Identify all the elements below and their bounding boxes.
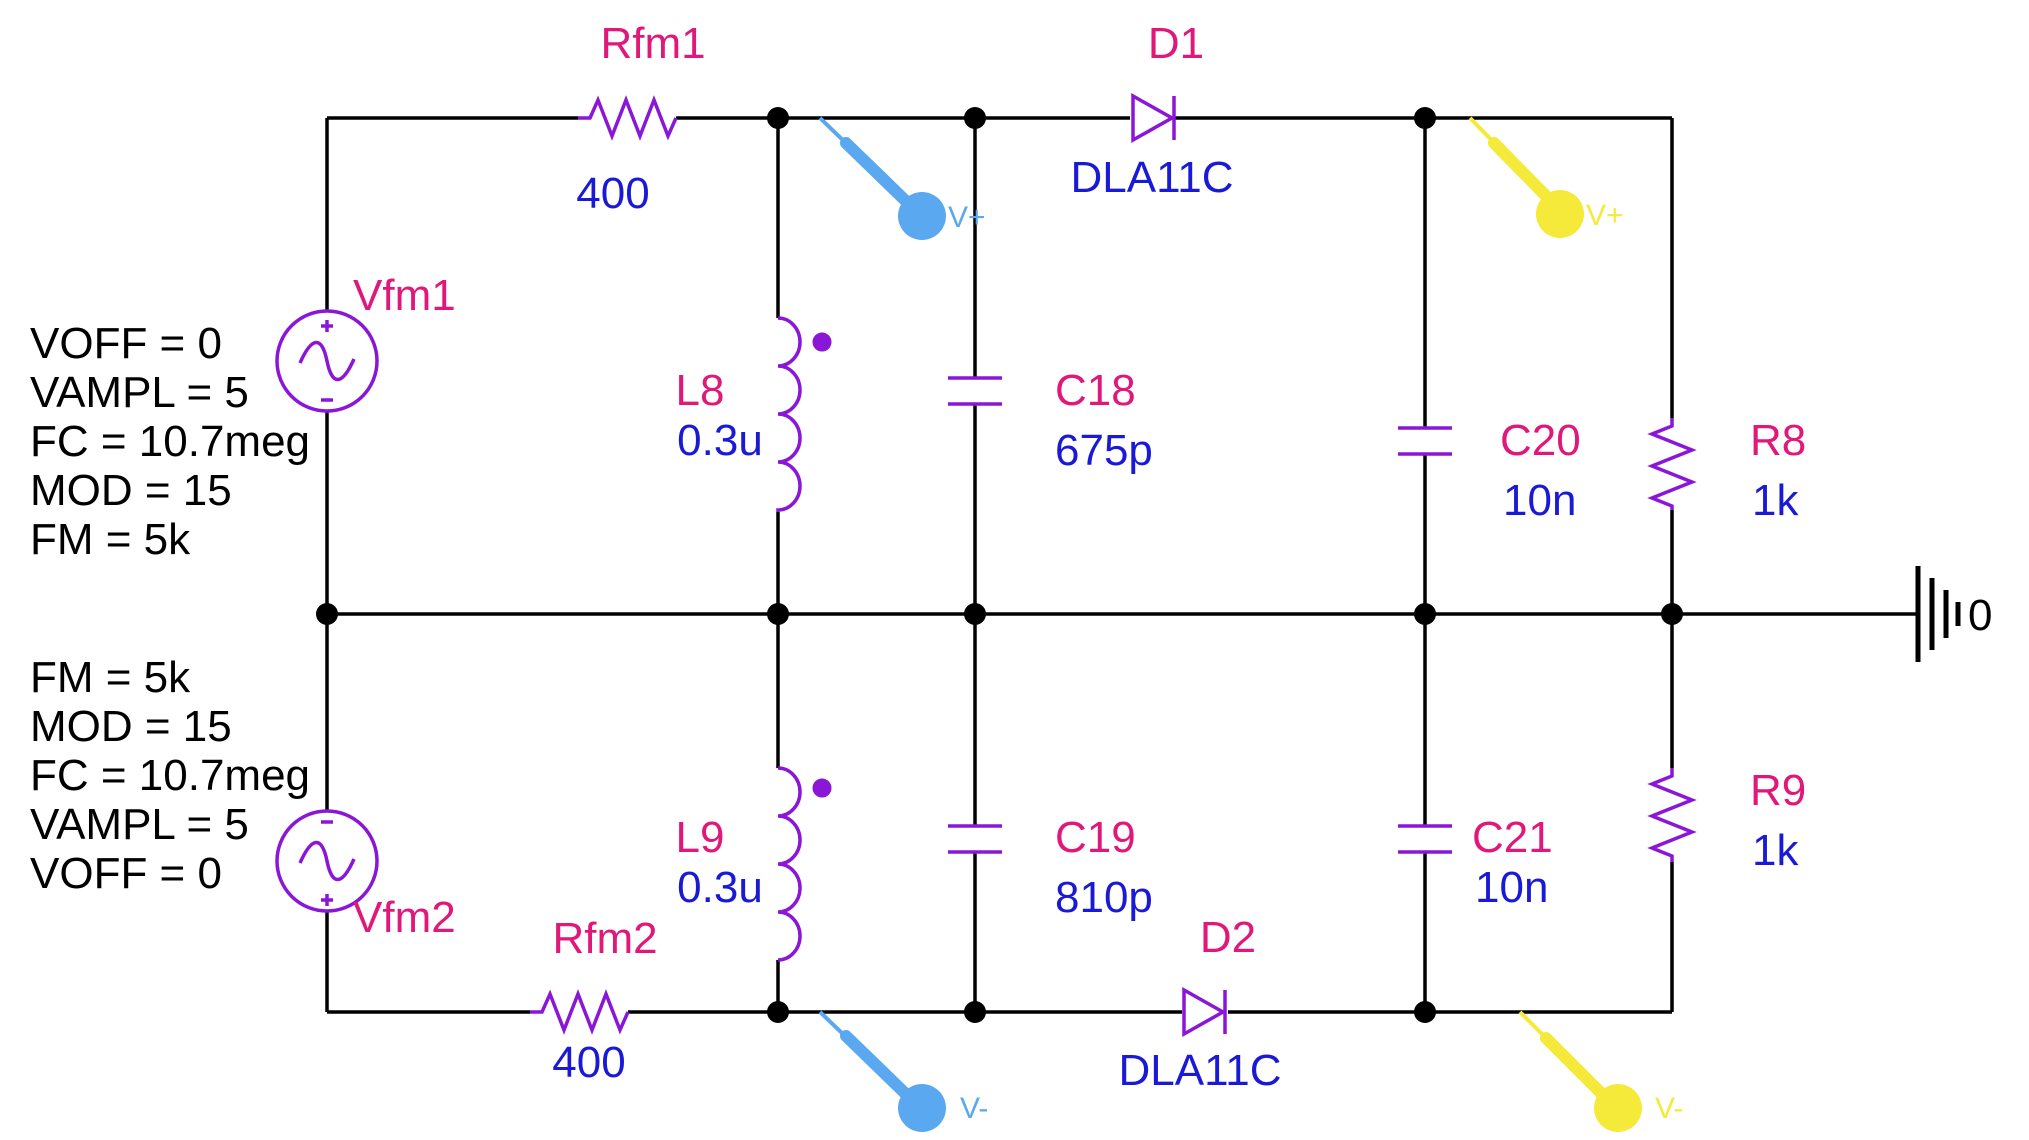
vfm1-param: VAMPL = 5 [30, 368, 249, 417]
junction-dot [1414, 603, 1436, 625]
junction-dot [964, 107, 986, 129]
c20-value: 10n [1503, 476, 1576, 525]
c19-value: 810p [1055, 873, 1153, 922]
vfm2-param: VAMPL = 5 [30, 800, 249, 849]
r9-ref: R9 [1750, 766, 1806, 815]
junction-dot [1414, 107, 1436, 129]
polarity-dot-icon [812, 332, 832, 352]
vfm1-params: VOFF = 0 VAMPL = 5 FC = 10.7meg MOD = 15… [30, 319, 310, 564]
voltage-source-vfm1[interactable]: Vfm1 VOFF = 0 VAMPL = 5 FC = 10.7meg MOD… [30, 271, 456, 564]
probe-tip-icon [1536, 190, 1584, 238]
voltage-probe-blue-top[interactable]: V+ [818, 116, 986, 240]
probe-label: V+ [948, 201, 986, 234]
l8-ref: L8 [676, 366, 725, 415]
d2-ref: D2 [1200, 913, 1256, 962]
vfm2-param: FM = 5k [30, 653, 191, 702]
junctions [316, 107, 1683, 1023]
d2-value: DLA11C [1118, 1046, 1281, 1095]
rfm1-value: 400 [576, 169, 649, 218]
rfm2-value: 400 [552, 1038, 625, 1087]
rfm1-ref: Rfm1 [600, 19, 705, 68]
junction-dot [964, 603, 986, 625]
vfm1-param: FM = 5k [30, 515, 191, 564]
voltage-source-vfm2[interactable]: Vfm2 FM = 5k MOD = 15 FC = 10.7meg VAMPL… [30, 653, 456, 942]
vfm2-ref: Vfm2 [353, 893, 456, 942]
diode-d2[interactable]: D2 DLA11C [1118, 913, 1281, 1095]
d1-ref: D1 [1148, 19, 1204, 68]
probe-tip-icon [898, 192, 946, 240]
diode-d1[interactable]: D1 DLA11C [1070, 19, 1233, 202]
vfm1-param: FC = 10.7meg [30, 417, 310, 466]
probe-label: V- [960, 1092, 988, 1125]
voltage-probe-yellow-top[interactable]: V+ [1468, 116, 1624, 238]
probe-tip-icon [898, 1084, 946, 1132]
probe-tip-icon [1594, 1084, 1642, 1132]
inductor-l8[interactable]: L8 0.3u [676, 316, 832, 512]
capacitor-c20[interactable]: C20 10n [1398, 416, 1581, 525]
vfm1-param: MOD = 15 [30, 466, 232, 515]
r9-value: 1k [1752, 826, 1799, 875]
c20-ref: C20 [1500, 416, 1581, 465]
c18-value: 675p [1055, 426, 1153, 475]
junction-dot [767, 603, 789, 625]
capacitor-c21[interactable]: C21 10n [1398, 813, 1553, 912]
capacitor-c18[interactable]: C18 675p [948, 366, 1153, 475]
capacitor-c19[interactable]: C19 810p [948, 813, 1153, 922]
l8-value: 0.3u [677, 416, 763, 465]
ground-label: 0 [1968, 591, 1992, 640]
junction-dot [767, 107, 789, 129]
vfm1-ref: Vfm1 [353, 271, 456, 320]
c21-ref: C21 [1472, 813, 1553, 862]
junction-dot [964, 1001, 986, 1023]
rfm2-ref: Rfm2 [552, 914, 657, 963]
inductor-l9[interactable]: L9 0.3u [676, 766, 832, 962]
ground-symbol: 0 [1915, 566, 1992, 662]
probe-label: V+ [1586, 199, 1624, 232]
l9-ref: L9 [676, 813, 725, 862]
resistor-r9[interactable]: R9 1k [1647, 766, 1806, 875]
voltage-probe-blue-bottom[interactable]: V- [818, 1010, 988, 1132]
r8-value: 1k [1752, 476, 1799, 525]
vfm2-param: MOD = 15 [30, 702, 232, 751]
resistor-rfm2[interactable]: Rfm2 400 [530, 914, 658, 1087]
junction-dot [767, 1001, 789, 1023]
polarity-dot-icon [812, 778, 832, 798]
l9-value: 0.3u [677, 863, 763, 912]
resistor-r8[interactable]: R8 1k [1647, 416, 1806, 525]
probe-label: V- [1655, 1092, 1683, 1125]
d1-value: DLA11C [1070, 153, 1233, 202]
r8-ref: R8 [1750, 416, 1806, 465]
wires [325, 116, 1918, 1014]
vfm2-params: FM = 5k MOD = 15 FC = 10.7meg VAMPL = 5 … [30, 653, 310, 898]
ground-icon [1915, 566, 1961, 662]
c21-value: 10n [1475, 863, 1548, 912]
vfm2-param: FC = 10.7meg [30, 751, 310, 800]
resistor-rfm1[interactable]: Rfm1 400 [576, 19, 705, 218]
vfm1-param: VOFF = 0 [30, 319, 222, 368]
c18-ref: C18 [1055, 366, 1136, 415]
c19-ref: C19 [1055, 813, 1136, 862]
voltage-probe-yellow-bottom[interactable]: V- [1518, 1010, 1683, 1132]
junction-dot [1661, 603, 1683, 625]
vfm2-param: VOFF = 0 [30, 849, 222, 898]
junction-dot [1414, 1001, 1436, 1023]
junction-dot [316, 603, 338, 625]
